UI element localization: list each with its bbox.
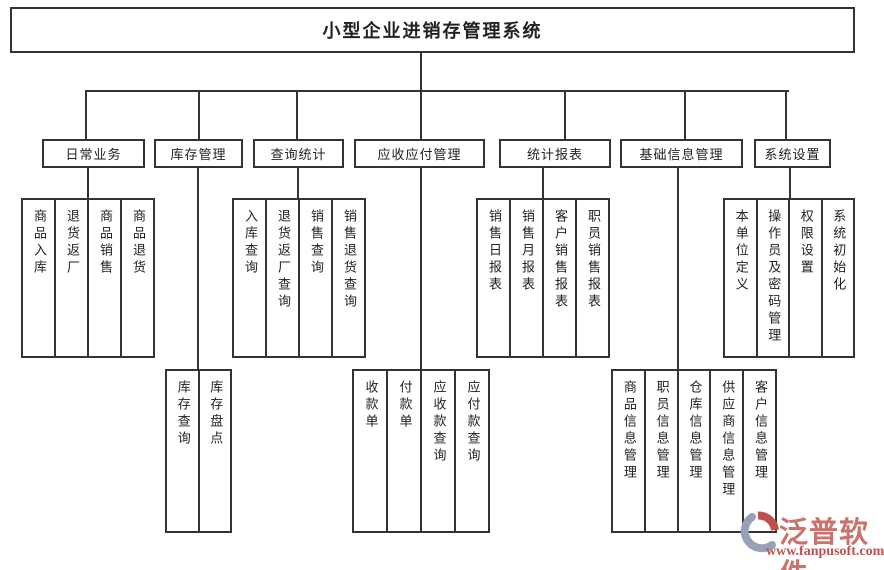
leaf-node: 仓库信息管理 (676, 369, 712, 533)
branch-label: 查询统计 (270, 147, 327, 162)
connector-statistics-reports-children (542, 167, 544, 198)
leaf-group-basic-info: 商品信息管理 职员信息管理 仓库信息管理 供应商信息管理 客户信息管理 (611, 369, 777, 533)
connector-system-settings-children (789, 167, 791, 198)
leaf-node: 商品入库 (21, 198, 56, 358)
branch-node-system-settings: 系统设置 (754, 139, 831, 168)
watermark-url: www.fanpusoft.com (766, 544, 884, 559)
leaf-group-receivable-payable: 收款单 付款单 应收款查询 应付款查询 (352, 369, 490, 533)
leaf-node: 应付款查询 (454, 369, 490, 533)
leaf-node: 销售月报表 (509, 198, 544, 358)
branch-label: 基础信息管理 (639, 147, 724, 162)
connector-receivable-payable-children (420, 167, 422, 369)
leaf-node: 本单位定义 (723, 198, 758, 358)
watermark-brand: 泛普软件 (779, 517, 870, 570)
branch-label: 系统设置 (764, 147, 821, 162)
leaf-node: 库存查询 (165, 369, 200, 533)
leaf-group-inventory: 库存查询 库存盘点 (165, 369, 232, 533)
leaf-group-query-statistics: 入库查询 退货返厂查询 销售查询 销售退货查询 (232, 198, 366, 358)
leaf-group-daily-business: 商品入库 退货返厂 商品销售 商品退货 (21, 198, 155, 358)
leaf-node: 职员信息管理 (643, 369, 679, 533)
connector-drop-system-settings (785, 90, 787, 139)
leaf-node: 职员销售报表 (575, 198, 610, 358)
branch-node-daily-business: 日常业务 (42, 139, 145, 168)
leaf-node: 收款单 (352, 369, 388, 533)
leaf-node: 付款单 (386, 369, 422, 533)
connector-drop-inventory (198, 90, 200, 139)
leaf-group-statistics-reports: 销售日报表 销售月报表 客户销售报表 职员销售报表 (476, 198, 610, 358)
leaf-node: 客户销售报表 (542, 198, 577, 358)
leaf-node: 销售查询 (298, 198, 333, 358)
leaf-node: 供应商信息管理 (709, 369, 745, 533)
branch-node-query-statistics: 查询统计 (253, 139, 344, 168)
branch-label: 统计报表 (526, 147, 583, 162)
connector-drop-daily-business (85, 90, 87, 139)
leaf-node: 客户信息管理 (742, 369, 777, 533)
branch-label: 日常业务 (65, 147, 122, 162)
connector-root-vertical (420, 53, 422, 139)
leaf-node: 商品信息管理 (611, 369, 646, 533)
fanpu-logo-icon (739, 511, 781, 558)
leaf-node: 商品销售 (87, 198, 122, 358)
leaf-node: 退货返厂查询 (265, 198, 300, 358)
leaf-node: 系统初始化 (820, 198, 855, 358)
leaf-node: 入库查询 (232, 198, 267, 358)
leaf-node: 应收款查询 (420, 369, 456, 533)
leaf-node: 权限设置 (788, 198, 823, 358)
connector-main-horizontal (85, 90, 789, 92)
connector-drop-statistics-reports (564, 90, 566, 139)
connector-basic-info-children (677, 167, 679, 369)
branch-node-inventory: 库存管理 (154, 139, 243, 168)
connector-query-statistics-children (297, 167, 299, 198)
leaf-node: 商品退货 (120, 198, 155, 358)
branch-label: 应收应付管理 (377, 147, 462, 162)
leaf-node: 销售退货查询 (331, 198, 366, 358)
connector-drop-query-statistics (296, 90, 298, 139)
connector-daily-business-children (87, 167, 89, 198)
branch-node-receivable-payable: 应收应付管理 (354, 139, 485, 168)
leaf-node: 库存盘点 (197, 369, 232, 533)
connector-inventory-children (197, 167, 199, 369)
diagram-title: 小型企业进销存管理系统 (322, 21, 543, 41)
connector-drop-basic-info (684, 90, 686, 139)
root-node-title: 小型企业进销存管理系统 (10, 7, 855, 53)
branch-node-statistics-reports: 统计报表 (499, 139, 611, 168)
leaf-node: 退货返厂 (54, 198, 89, 358)
leaf-group-system-settings: 本单位定义 操作员及密码管理 权限设置 系统初始化 (723, 198, 855, 358)
branch-node-basic-info: 基础信息管理 (620, 139, 743, 168)
branch-label: 库存管理 (170, 147, 227, 162)
leaf-node: 操作员及密码管理 (755, 198, 790, 358)
leaf-node: 销售日报表 (476, 198, 511, 358)
